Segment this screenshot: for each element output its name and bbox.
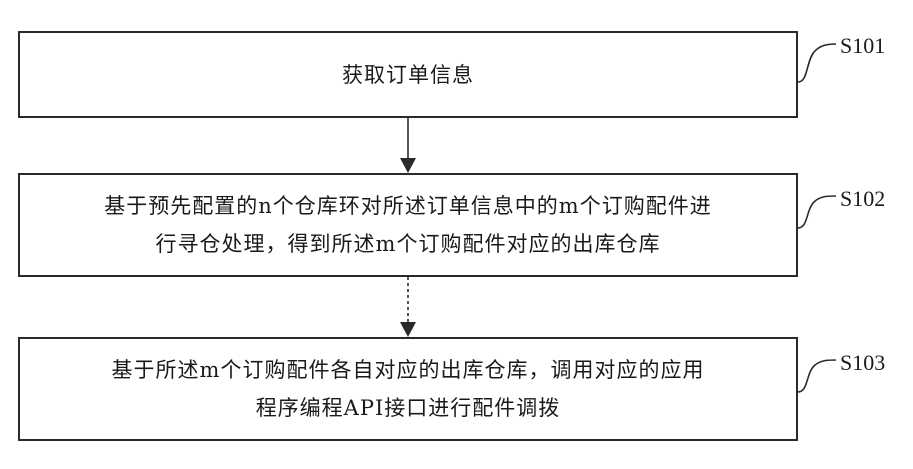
step-label-s103: S103 xyxy=(840,350,885,376)
step-text-s102: 基于预先配置的n个仓库环对所述订单信息中的m个订购配件进 行寻仓处理，得到所述m… xyxy=(92,187,723,263)
arrow-head-2 xyxy=(400,322,416,337)
step-box-s102: 基于预先配置的n个仓库环对所述订单信息中的m个订购配件进 行寻仓处理，得到所述m… xyxy=(18,173,798,277)
label-leader-s103 xyxy=(798,360,836,392)
step-label-s101: S101 xyxy=(840,33,885,59)
label-leader-s101 xyxy=(798,44,836,82)
step-label-s102: S102 xyxy=(840,186,885,212)
arrow-head-1 xyxy=(400,158,416,173)
step-text-s103: 基于所述m个订购配件各自对应的出库仓库，调用对应的应用 程序编程API接口进行配… xyxy=(100,351,717,427)
step-text-s101: 获取订单信息 xyxy=(330,56,486,94)
label-leader-s102 xyxy=(798,196,836,228)
step-box-s103: 基于所述m个订购配件各自对应的出库仓库，调用对应的应用 程序编程API接口进行配… xyxy=(18,337,798,441)
step-box-s101: 获取订单信息 xyxy=(18,31,798,118)
